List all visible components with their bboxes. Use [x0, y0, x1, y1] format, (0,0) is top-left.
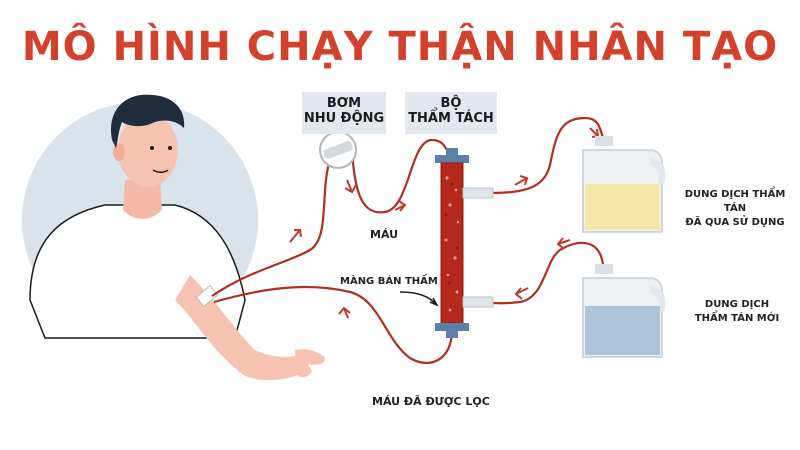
new-dialysate-jug-icon	[582, 264, 666, 358]
flow-arrow-icon	[344, 184, 357, 194]
blood-tubes	[211, 116, 605, 364]
flow-arrow-icon	[294, 229, 302, 238]
used-dialysate-label-line1: DUNG DỊCH THẨM TÁN	[684, 189, 786, 214]
dialyzer-icon	[435, 148, 494, 338]
flow-arrow-icon	[346, 179, 353, 193]
pump-label: BƠM NHU ĐỘNG	[302, 92, 386, 134]
flow-arrow-icon	[589, 127, 599, 137]
membrane-pointer-arrow	[399, 291, 437, 305]
flow-arrow-icon	[514, 287, 523, 300]
dialyzer-label-line2: THẨM TÁCH	[408, 111, 494, 126]
new-dialysate-label-line2: THẨM TÁN MỚI	[694, 313, 780, 324]
flow-arrow-icon	[338, 306, 351, 315]
flow-arrow-icon	[289, 229, 301, 243]
pump-label-line2: NHU ĐỘNG	[303, 111, 385, 126]
new-dialysate-label-line1: DUNG DỊCH	[704, 299, 770, 310]
used-dialysate-label-line2: ĐÃ QUA SỬ DỤNG	[685, 217, 785, 228]
flow-arrow-icon	[556, 237, 565, 250]
pump-label-line1: BƠM	[326, 96, 362, 111]
diagram-title: MÔ HÌNH CHẠY THẬN NHÂN TẠO	[21, 24, 779, 70]
membrane-label: MÀNG BÁN THẤM	[340, 276, 438, 287]
dialyzer-label: BỘ THẨM TÁCH	[405, 92, 497, 134]
peristaltic-pump-icon	[319, 131, 357, 169]
used-dialysate-label: DUNG DỊCH THẨM TÁN ĐÃ QUA SỬ DỤNG	[672, 188, 798, 230]
filtered-blood-label: MÁU ĐÃ ĐƯỢC LỌC	[372, 395, 490, 408]
used-dialysate-jug-icon	[582, 136, 666, 233]
flow-arrow-icon	[557, 239, 571, 245]
patient-figure	[29, 94, 326, 381]
flow-arrow-icon	[514, 177, 528, 186]
flow-arrows	[289, 127, 600, 319]
membrane-pointer-arrowhead	[429, 297, 439, 307]
dialyzer-label-line1: BỘ	[440, 96, 462, 111]
blood-label: MÁU	[370, 228, 399, 241]
flow-arrow-icon	[398, 200, 407, 212]
flow-arrow-icon	[519, 175, 529, 186]
new-dialysate-label: DUNG DỊCH THẨM TÁN MỚI	[682, 298, 792, 326]
